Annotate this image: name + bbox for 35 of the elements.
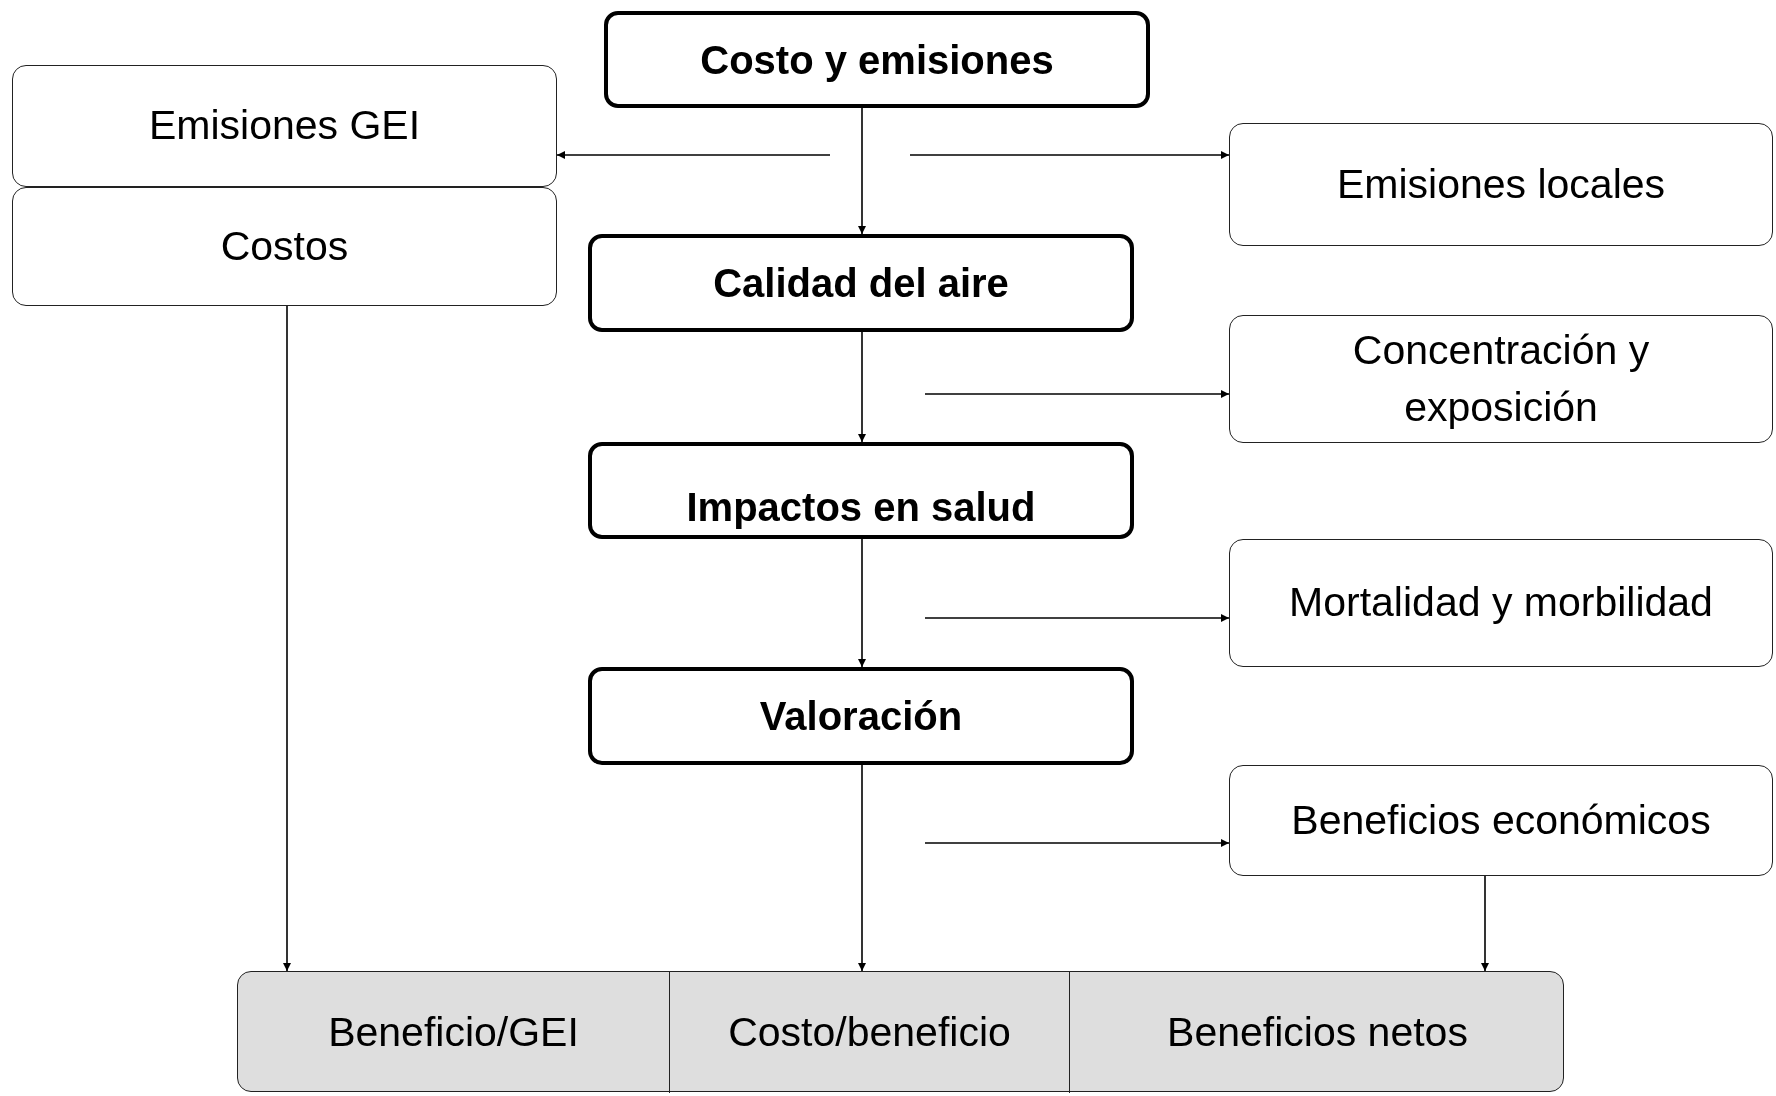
arrow [858, 107, 866, 235]
arrow [924, 390, 1230, 398]
info-box [12, 65, 557, 187]
info-box [12, 187, 557, 306]
arrow [858, 538, 866, 668]
box-label: Valoración [759, 693, 963, 740]
process-box [588, 667, 1134, 765]
box-label: Mortalidad y morbilidad [1289, 578, 1713, 628]
arrow [858, 331, 866, 443]
box-label: Impactos en salud [686, 484, 1036, 531]
arrow [924, 839, 1230, 847]
process-box [604, 11, 1150, 108]
info-box [1229, 765, 1773, 876]
box-label: Costos [220, 221, 349, 271]
box-label: Beneficios económicos [1291, 795, 1711, 845]
info-box [1229, 315, 1773, 443]
arrow [556, 151, 831, 159]
box-label: Emisiones GEI [148, 101, 421, 151]
info-box [1229, 123, 1773, 246]
box-label: Concentración y exposición [1351, 325, 1651, 432]
arrow [858, 764, 866, 972]
process-box [588, 234, 1134, 332]
box-label: Beneficios netos [1167, 1007, 1468, 1057]
arrow [1481, 875, 1489, 972]
process-box [588, 442, 1134, 539]
box-label: Calidad del aire [713, 260, 1009, 307]
arrow [283, 305, 291, 972]
box-label: Costo/beneficio [728, 1007, 1011, 1057]
arrow [924, 614, 1230, 622]
box-label: Costo y emisiones [700, 36, 1054, 84]
box-label: Emisiones locales [1336, 159, 1666, 209]
results-bar [237, 971, 1564, 1092]
info-box [1229, 539, 1773, 667]
arrow [909, 151, 1230, 159]
box-label: Beneficio/GEI [328, 1007, 579, 1057]
